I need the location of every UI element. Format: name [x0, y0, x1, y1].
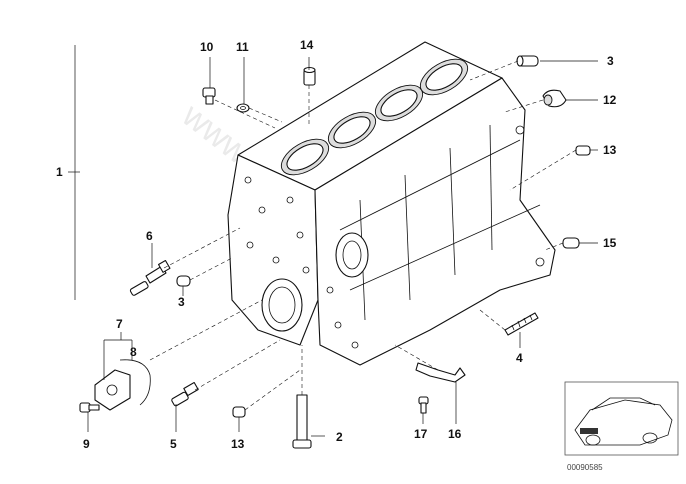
callout-14: 14 — [300, 38, 314, 52]
callout-6: 6 — [146, 229, 153, 243]
callout-2: 2 — [336, 430, 343, 444]
part-plug-3-lower — [176, 275, 191, 287]
callout-5: 5 — [170, 437, 177, 451]
callout-7: 7 — [116, 317, 123, 331]
part-cap-12 — [542, 89, 567, 108]
callout-13-top: 13 — [603, 143, 617, 157]
part-stud-4 — [504, 312, 539, 336]
callout-16: 16 — [448, 427, 462, 441]
callout-8: 8 — [130, 345, 137, 359]
part-bolt-9 — [79, 402, 100, 413]
part-plug-3-top — [516, 55, 539, 67]
callouts: 1 2 3 3 4 5 6 7 8 9 10 11 12 13 13 14 15… — [56, 38, 617, 451]
callout-12: 12 — [603, 93, 617, 107]
callout-9: 9 — [83, 437, 90, 451]
part-sensor-6 — [129, 259, 171, 296]
part-sensor-7-8 — [94, 359, 151, 411]
part-sensor-5 — [171, 381, 199, 407]
part-bolt-2 — [292, 394, 312, 449]
callout-4: 4 — [516, 351, 523, 365]
engine-block — [227, 41, 556, 366]
callout-11: 11 — [236, 40, 249, 54]
part-washer-11 — [236, 103, 250, 113]
callout-17: 17 — [414, 427, 428, 441]
callout-15: 15 — [603, 236, 617, 250]
part-sleeve-13-top — [575, 145, 591, 156]
part-bolt-10 — [202, 87, 216, 105]
thumbnail-car: 00090585 — [564, 381, 679, 472]
part-dowel-14 — [303, 66, 316, 86]
callout-13-lower: 13 — [231, 437, 245, 451]
callout-10: 10 — [200, 40, 214, 54]
callout-1: 1 — [56, 165, 63, 179]
thumbnail-code: 00090585 — [567, 463, 603, 472]
callout-3-lower: 3 — [178, 295, 185, 309]
part-sleeve-15 — [562, 237, 580, 249]
part-sleeve-13-lower — [232, 406, 246, 418]
callout-3-top: 3 — [607, 54, 614, 68]
leader-lines — [68, 45, 598, 437]
part-bolt-17 — [418, 396, 429, 414]
part-bracket-16 — [415, 362, 466, 383]
